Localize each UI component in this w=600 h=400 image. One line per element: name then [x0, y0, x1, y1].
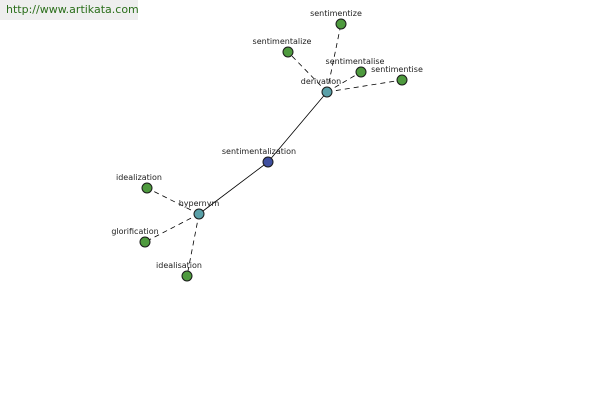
node-label-idealisation[interactable]: idealisation [156, 261, 202, 270]
node-sentimentize[interactable] [335, 18, 347, 30]
node-sentimentalization[interactable] [262, 156, 274, 168]
node-sentimentise[interactable] [396, 74, 408, 86]
node-glorification[interactable] [139, 236, 151, 248]
edge-derivation-sentimentize [326, 23, 342, 93]
node-sentimentalise[interactable] [355, 66, 367, 78]
labels-layer: sentimentalization derivation hypernym sent… [111, 9, 423, 270]
url-watermark[interactable]: http://www.artikata.com [0, 0, 139, 20]
edge-hypernym-idealisation [186, 213, 200, 277]
edge-sentimentalization-hypernym [198, 161, 269, 215]
edge-hypernym-idealization [146, 187, 200, 215]
node-idealization[interactable] [141, 182, 153, 194]
edge-sentimentalization-derivation [267, 91, 328, 163]
nodes-layer [139, 18, 408, 282]
node-hypernym[interactable] [193, 208, 205, 220]
node-idealisation[interactable] [181, 270, 193, 282]
edge-derivation-sentimentise [326, 79, 403, 93]
node-sentimentalize[interactable] [282, 46, 294, 58]
edge-derivation-sentimentalize [287, 51, 328, 93]
node-label-sentimentalize[interactable]: sentimentalize [253, 37, 312, 46]
node-label-hypernym[interactable]: hypernym [179, 199, 220, 208]
node-label-sentimentalization[interactable]: sentimentalization [222, 147, 296, 156]
node-label-idealization[interactable]: idealization [116, 173, 162, 182]
node-derivation[interactable] [321, 86, 333, 98]
node-label-derivation[interactable]: derivation [301, 77, 341, 86]
node-label-glorification[interactable]: glorification [111, 227, 158, 236]
edge-derivation-sentimentalise [326, 71, 362, 93]
node-label-sentimentalise[interactable]: sentimentalise [326, 57, 385, 66]
node-label-sentimentise[interactable]: sentimentise [371, 65, 423, 74]
edges-layer [144, 23, 403, 277]
node-label-sentimentize[interactable]: sentimentize [310, 9, 362, 18]
edge-hypernym-glorification [144, 213, 200, 243]
